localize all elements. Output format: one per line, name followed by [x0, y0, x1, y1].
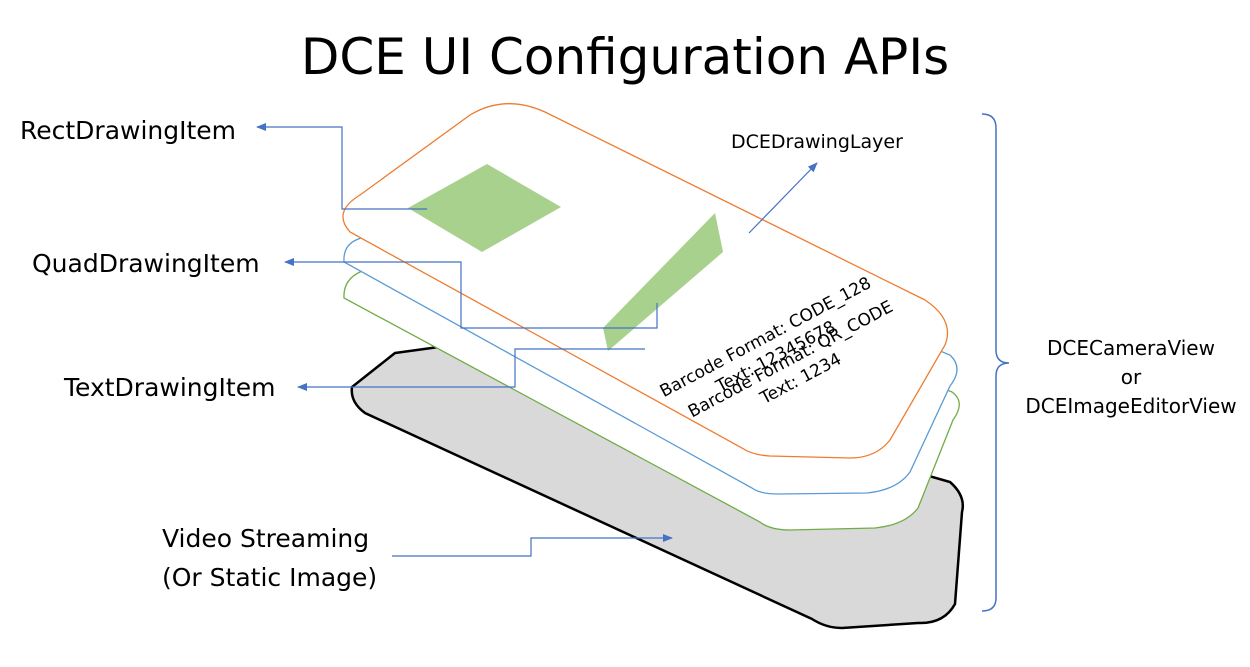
video-connector	[392, 534, 673, 557]
view-brace	[981, 113, 1010, 612]
rect-item-connector	[256, 123, 427, 210]
drawing-layer-label: DCEDrawingLayer	[731, 131, 903, 153]
or-label: or	[1121, 365, 1142, 389]
rect-drawing-item-label: RectDrawingItem	[20, 116, 236, 145]
quad-drawing-shape	[603, 213, 723, 351]
text-drawing-item-label: TextDrawingItem	[63, 373, 275, 402]
quad-item-connector	[284, 258, 658, 329]
video-streaming-label: Video Streaming	[162, 524, 369, 553]
text-item-connector	[297, 348, 645, 391]
rect-drawing-shape	[408, 164, 561, 252]
diagram-title: DCE UI Configuration APIs	[301, 28, 949, 86]
camera-view-label: DCECameraView	[1047, 336, 1215, 360]
static-image-label: (Or Static Image)	[162, 563, 377, 592]
quad-drawing-item-label: QuadDrawingItem	[32, 249, 260, 278]
drawing-layer-connector	[748, 162, 818, 234]
image-editor-view-label: DCEImageEditorView	[1025, 394, 1236, 418]
